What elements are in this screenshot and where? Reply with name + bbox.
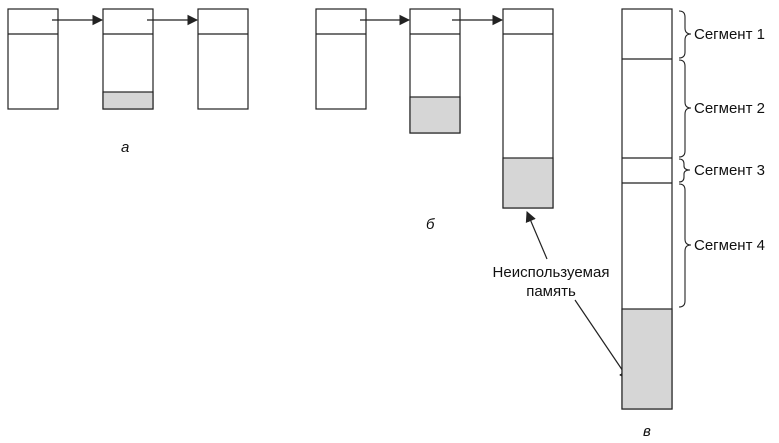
arrow-to-b3-unused (525, 211, 548, 260)
segmented-block-unused (621, 308, 673, 410)
arrow-to-v-unused (574, 299, 630, 381)
segment-label-1: Сегмент 1 (694, 26, 765, 43)
brace-segment-2 (678, 59, 692, 158)
diagram-b: б (315, 8, 554, 233)
block-b1 (315, 8, 367, 110)
block-a2-unused (102, 91, 154, 110)
unused-memory-annotation: Неиспользуемая память (493, 211, 630, 381)
block-a1 (7, 8, 59, 110)
caption-a: а (121, 139, 129, 156)
diagram-v: Сегмент 1 Сегмент 2 Сегмент 3 Сегмент 4 … (621, 8, 765, 440)
segment-label-2: Сегмент 2 (694, 100, 765, 117)
segment-label-3: Сегмент 3 (694, 162, 765, 179)
caption-v: в (643, 423, 651, 440)
block-b2-unused (409, 96, 461, 134)
block-b3-unused (502, 157, 554, 209)
unused-label-line1: Неиспользуемая (493, 264, 610, 281)
caption-b: б (426, 216, 435, 233)
unused-label-line2: память (526, 283, 576, 300)
block-a3 (197, 8, 249, 110)
segment-label-4: Сегмент 4 (694, 237, 765, 254)
brace-segment-1 (678, 10, 692, 59)
brace-segment-4 (678, 183, 692, 308)
diagram-a: а (7, 8, 249, 156)
brace-segment-3 (678, 158, 691, 183)
